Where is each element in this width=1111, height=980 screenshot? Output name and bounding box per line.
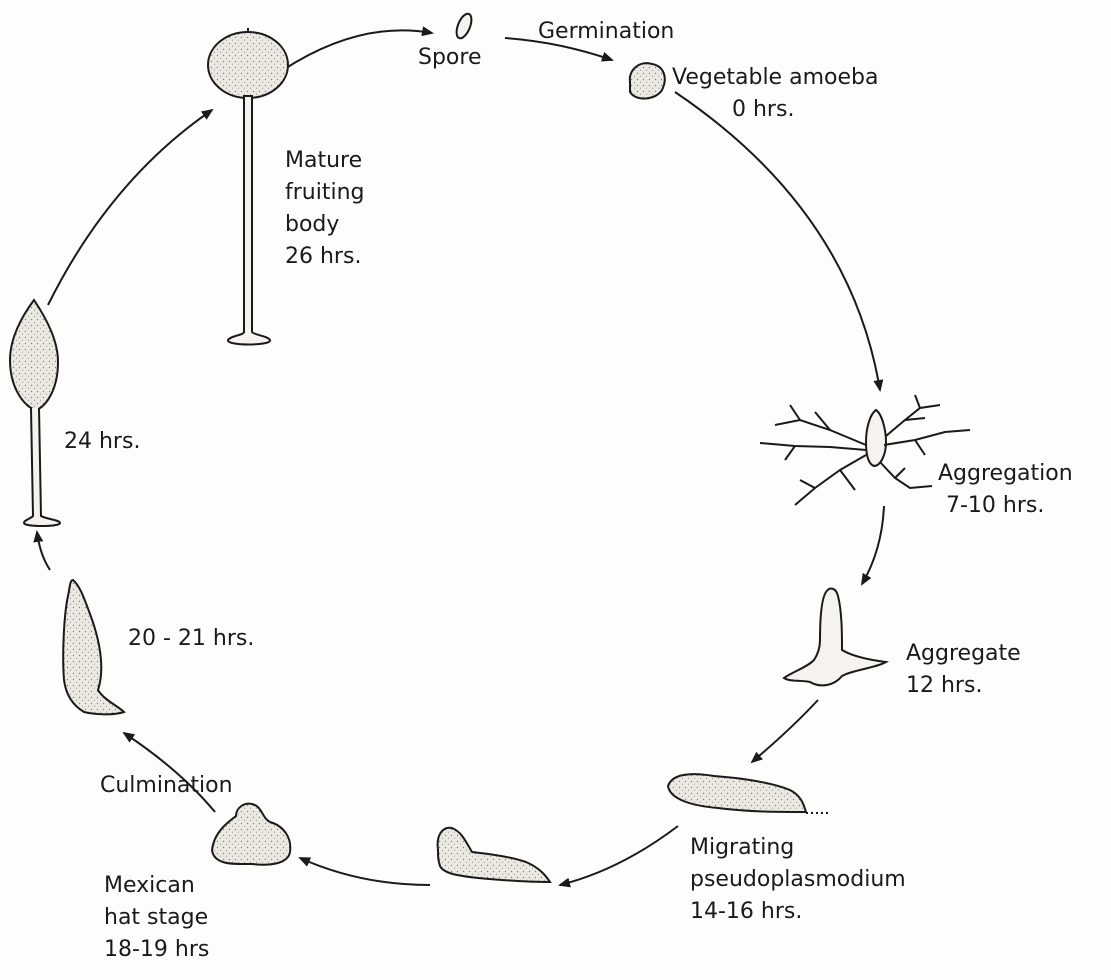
culmination-label: Culmination [100, 770, 233, 802]
migrating-line1: Migrating [690, 832, 906, 864]
migrating-line2: pseudoplasmodium [690, 864, 906, 896]
vegetable-amoeba-drawing [630, 63, 665, 98]
arrow-aggregate-to-migrating [752, 700, 818, 762]
migrating-pseudoplasmodium-drawing [668, 774, 828, 813]
mature-line1: Mature [285, 145, 365, 177]
mexican-hat-time: 18-19 hrs [104, 934, 209, 966]
aggregate-drawing [784, 589, 886, 686]
spore-drawing [454, 12, 475, 41]
mature-line2: fruiting [285, 177, 365, 209]
stage-24-hrs-drawing [10, 300, 60, 526]
mature-time: 26 hrs. [285, 241, 365, 273]
mature-line3: body [285, 209, 365, 241]
aggregate-name: Aggregate [906, 638, 1021, 670]
mexican-hat-drawing [212, 804, 290, 865]
stage-24-hrs-label: 24 hrs. [64, 426, 140, 458]
aggregate-label: Aggregate 12 hrs. [906, 638, 1021, 702]
arrow-24hrs-to-mature [48, 110, 212, 305]
arrow-aggregation-to-aggregate [862, 506, 884, 584]
germination-label: Germination [538, 16, 674, 48]
mexican-hat-line1: Mexican [104, 870, 209, 902]
vegetable-amoeba-time: 0 hrs. [672, 94, 878, 126]
aggregate-time: 12 hrs. [906, 670, 1021, 702]
vegetable-amoeba-label: Vegetable amoeba 0 hrs. [672, 62, 878, 126]
migrating-pseudoplasmodium-label: Migrating pseudoplasmodium 14-16 hrs. [690, 832, 906, 928]
vegetable-amoeba-name: Vegetable amoeba [672, 62, 878, 94]
arrow-slug-to-mexican-hat [300, 858, 430, 885]
mature-fruiting-body-label: Mature fruiting body 26 hrs. [285, 145, 365, 273]
arrow-20hrs-to-24hrs [37, 532, 50, 570]
slug-stage-drawing [438, 828, 550, 882]
arrow-amoeba-to-aggregation [675, 92, 880, 390]
stage-20-21-hrs-label: 20 - 21 hrs. [128, 623, 254, 655]
mature-fruiting-body-drawing [208, 28, 288, 345]
aggregation-label: Aggregation 7-10 hrs. [938, 458, 1073, 522]
mexican-hat-line2: hat stage [104, 902, 209, 934]
spore-label: Spore [418, 42, 482, 74]
aggregation-name: Aggregation [938, 458, 1073, 490]
aggregation-time: 7-10 hrs. [938, 490, 1073, 522]
migrating-time: 14-16 hrs. [690, 896, 906, 928]
arrow-migrating-to-slug [560, 826, 678, 885]
stage-20-21-hrs-drawing [63, 580, 124, 714]
mexican-hat-label: Mexican hat stage 18-19 hrs [104, 870, 209, 966]
cycle-arrows [37, 30, 884, 885]
arrow-fruiting-to-spore [283, 30, 432, 70]
